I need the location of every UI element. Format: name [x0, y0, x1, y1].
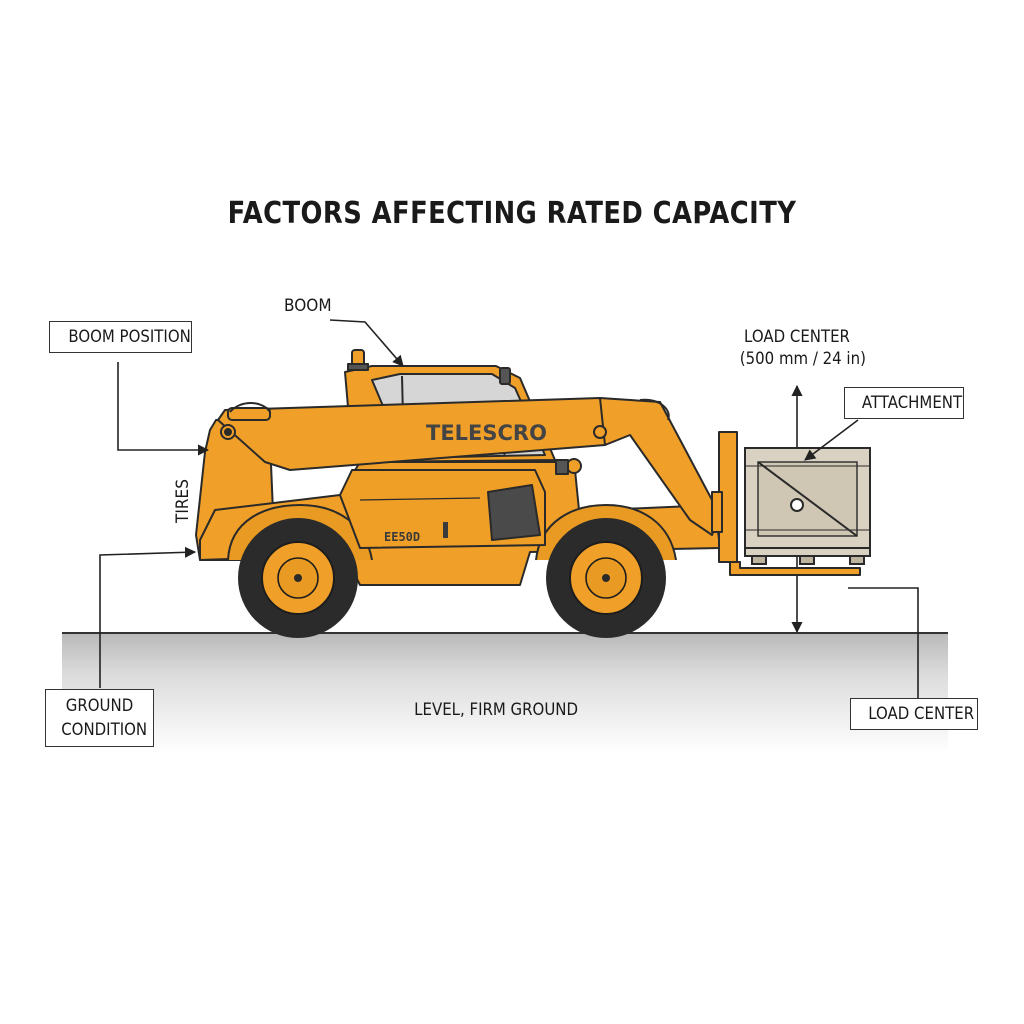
diagram-title: FACTORS AFFECTING RATED CAPACITY: [227, 196, 797, 231]
body-model-text: EE50D: [384, 530, 420, 544]
label-attachment: ATTACHMENT: [844, 387, 964, 419]
load-center-top-line1: LOAD CENTER: [744, 327, 850, 347]
label-boom: BOOM: [284, 296, 332, 316]
fork-carriage: [711, 431, 861, 576]
label-ground-caption: LEVEL, FIRM GROUND: [414, 700, 578, 720]
label-boom-position: BOOM POSITION: [49, 321, 192, 353]
label-ground-condition: GROUND CONDITION: [45, 689, 154, 747]
load-crate: [744, 447, 871, 565]
door-handle: [443, 522, 448, 538]
ground-condition-line2: CONDITION: [61, 720, 148, 740]
ground: [62, 632, 948, 753]
label-tires: TIRES: [173, 479, 193, 523]
ground-condition-line1: GROUND: [65, 696, 134, 716]
leader-lines: [99, 319, 919, 698]
load-center-top-line2: (500 mm / 24 in): [739, 349, 866, 369]
label-load-center-top: LOAD CENTER (500 mm / 24 in): [732, 326, 866, 370]
label-load-center-bottom: LOAD CENTER: [850, 698, 978, 730]
telescopic-boom: [217, 397, 721, 536]
front-wheel: [546, 518, 666, 638]
boom-brand-text: TELESCRO: [426, 421, 547, 445]
rear-wheel: [238, 518, 358, 638]
